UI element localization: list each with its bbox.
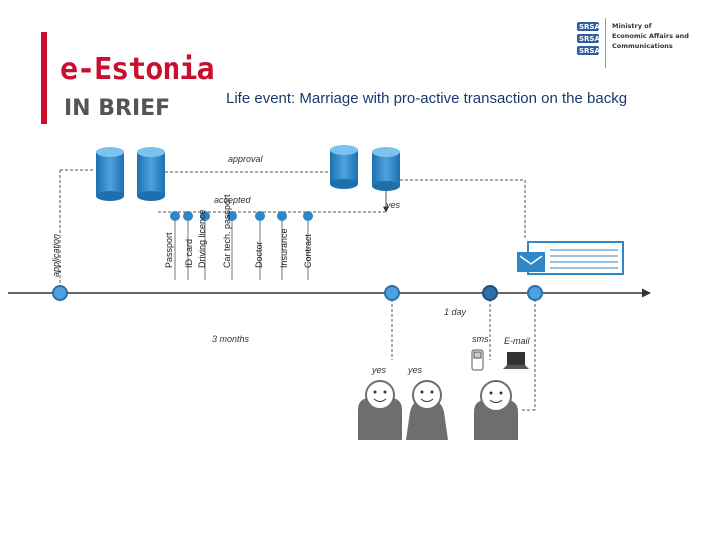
database-icon-4 (372, 147, 400, 191)
document-car-tech-passport: Car tech. passport (222, 194, 232, 268)
email-label: E-mail (504, 336, 530, 346)
svg-text:SRSA: SRSA (579, 23, 600, 31)
ministry-line-3: Communications (612, 42, 673, 50)
logo-subtitle: IN BRIEF (64, 96, 171, 121)
sms-label: sms (472, 334, 489, 344)
document-doctor: Doctor (254, 241, 264, 268)
yes-right-label: yes (408, 365, 423, 375)
application-label: application (51, 233, 61, 277)
svg-text:SRSA: SRSA (579, 47, 600, 55)
one-day-label: 1 day (444, 307, 467, 317)
document-nodes (170, 211, 313, 221)
yes-top-label: yes (386, 200, 401, 210)
svg-text:SRSA: SRSA (579, 35, 600, 43)
timeline-nodes (52, 285, 543, 301)
document-contract: Contract (303, 233, 313, 268)
ministry-line-1: Ministry of (612, 22, 652, 30)
laptop-icon (503, 352, 529, 369)
three-months-label: 3 months (212, 334, 250, 344)
approval-label: approval (228, 154, 263, 164)
yes-left-label: yes (372, 365, 387, 375)
person-icon-1 (358, 380, 402, 440)
document-passport: Passport (164, 232, 174, 268)
database-icon-2 (137, 147, 165, 201)
document-driving-licence: Driving licence (197, 209, 207, 268)
ministry-divider (605, 18, 606, 68)
e-estonia-logo: e-Estonia (60, 52, 215, 87)
document-id-card: ID card (184, 238, 194, 268)
phone-icon (471, 349, 484, 371)
computer-screen-icon (517, 241, 624, 275)
accepted-label: accepted (214, 195, 251, 205)
person-icon-2 (406, 380, 448, 440)
slide-title: Life event: Marriage with pro-active tra… (226, 90, 628, 107)
ministry-line-2: Economic Affairs and (612, 32, 689, 40)
document-insurance: Insurance (279, 228, 289, 268)
database-icon-3 (330, 145, 358, 189)
database-icon-1 (96, 147, 124, 201)
person-icon-3 (474, 380, 518, 440)
ministry-name: Ministry of Economic Affairs and Communi… (612, 21, 689, 51)
logo-bar (41, 32, 47, 124)
